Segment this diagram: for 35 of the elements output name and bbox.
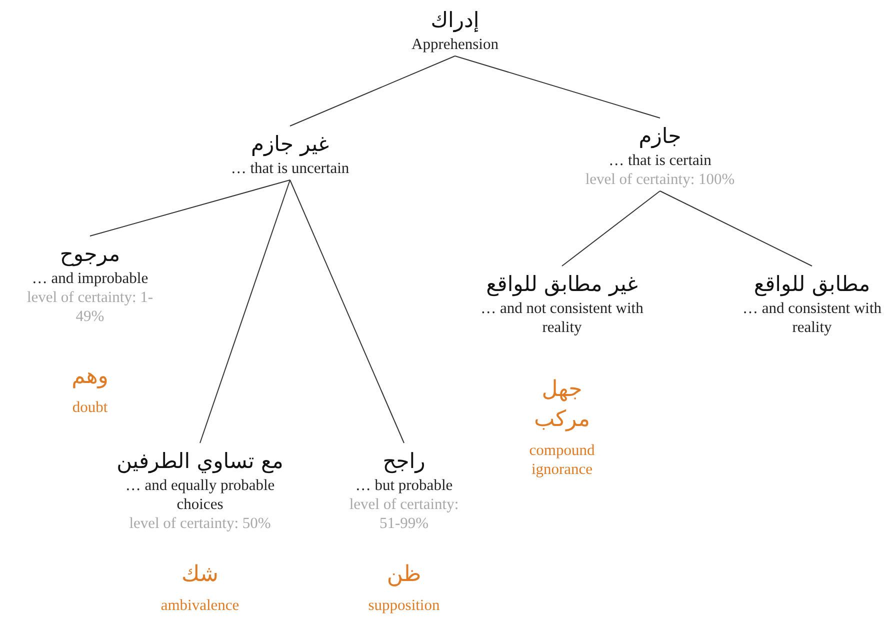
connector-line	[290, 56, 456, 126]
connector-line	[562, 190, 660, 266]
english-gloss: … and improbable	[30, 269, 150, 288]
english-term: ambivalence	[160, 596, 240, 615]
arabic-term: ظن	[386, 561, 422, 589]
arabic-term: شك	[180, 561, 220, 589]
arabic-term: غير جازم	[250, 131, 330, 158]
certainty-note: level of certainty: 1-49%	[26, 288, 154, 326]
certainty-note: level of certainty: 51-99%	[348, 495, 460, 533]
english-term: doubt	[71, 398, 109, 417]
english-gloss: … and equally probable choices	[124, 476, 276, 514]
connector-line	[200, 180, 290, 444]
english-gloss: Apprehension	[410, 35, 500, 54]
english-term: compound ignorance	[528, 441, 596, 479]
connector-line	[660, 190, 812, 266]
english-gloss: … and not consistent with reality	[480, 299, 644, 337]
english-gloss: … and consistent with reality	[741, 299, 883, 337]
arabic-term: مطابق للواقع	[752, 271, 872, 298]
arabic-term: وهم	[70, 363, 110, 391]
arabic-term: غير مطابق للواقع	[485, 271, 639, 298]
english-gloss: … but probable	[354, 476, 454, 495]
arabic-term: جازم	[638, 123, 682, 150]
connector-line	[290, 180, 404, 444]
english-term: supposition	[367, 596, 441, 615]
arabic-term: راجح	[382, 448, 426, 476]
certainty-note: level of certainty: 100%	[584, 170, 736, 189]
arabic-term: جهل مركب	[533, 376, 591, 434]
certainty-note: level of certainty: 50%	[128, 514, 272, 533]
english-gloss: … that is uncertain	[230, 159, 350, 178]
english-gloss: … that is certain	[608, 151, 712, 170]
connector-line	[90, 180, 290, 236]
arabic-term: إدراك	[430, 7, 480, 34]
arabic-term: مع تساوي الطرفين	[116, 448, 284, 476]
arabic-term: مرجوح	[58, 241, 122, 268]
connector-line	[454, 56, 660, 118]
